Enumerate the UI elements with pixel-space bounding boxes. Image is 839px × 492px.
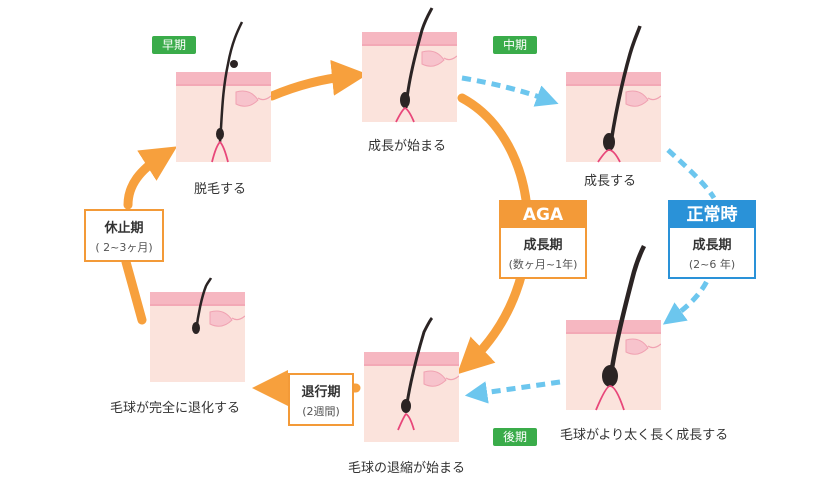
aga-title: 成長期: [523, 238, 563, 253]
normal-box: 正常時 成長期 (2~6 年): [668, 200, 756, 279]
arrow-to-telogen: [121, 257, 147, 325]
normal-sub: (2~6 年): [688, 258, 736, 271]
arrow-normal-1: [461, 75, 559, 107]
follicle-regression-begins: [364, 316, 459, 442]
caption-fully-regressed: 毛球が完全に退化する: [110, 401, 241, 416]
caption-regression-begins: 毛球の退縮が始まる: [348, 461, 466, 476]
badge-early: 早期: [152, 36, 197, 54]
caption-shedding: 脱毛する: [194, 182, 247, 197]
normal-title: 成長期: [692, 238, 732, 253]
arrow-telogen-to-early: [123, 146, 178, 210]
aga-sub: (数ヶ月~1年): [508, 258, 578, 271]
arrow-normal-4: [464, 379, 561, 404]
caption-growth-begins: 成長が始まる: [368, 139, 447, 154]
telogen-title: 休止期: [104, 221, 144, 236]
catagen-box: 退行期 (2週間): [288, 373, 354, 426]
caption-growth: 成長する: [584, 174, 637, 189]
badge-middle: 中期: [493, 36, 538, 54]
aga-box: AGA 成長期 (数ヶ月~1年): [499, 200, 587, 279]
telogen-sub: ( 2~3ヶ月): [95, 241, 153, 254]
follicle-thicker: [566, 244, 661, 411]
normal-header: 正常時: [670, 202, 754, 228]
badge-late: 後期: [493, 428, 538, 446]
arrow-normal-2: [666, 148, 717, 200]
aga-header: AGA: [501, 202, 585, 228]
catagen-sub: (2週間): [302, 405, 340, 418]
follicle-fully-regressed: [150, 277, 245, 382]
follicle-early: [176, 21, 271, 163]
catagen-title: 退行期: [301, 385, 341, 400]
caption-thicker: 毛球がより太く長く成長する: [560, 428, 729, 443]
follicle-growth: [566, 25, 661, 163]
telogen-box: 休止期 ( 2~3ヶ月): [84, 209, 164, 262]
follicle-growth-begins: [362, 7, 457, 123]
arrow-early-to-growth: [267, 59, 368, 101]
